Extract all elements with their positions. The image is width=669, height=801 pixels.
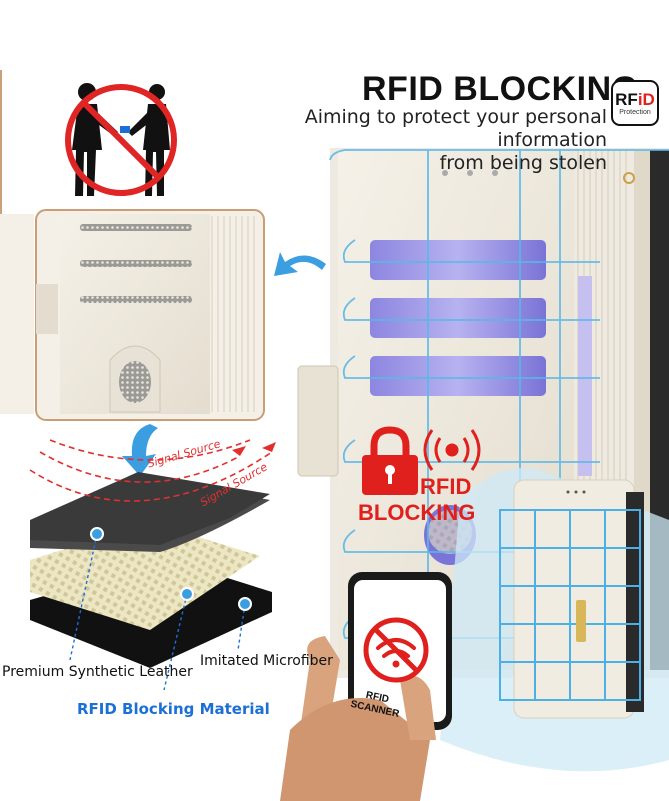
rfid-overlay-text: RFID <box>420 474 472 499</box>
subtitle-line-1: Aiming to protect your personal informat… <box>304 106 607 151</box>
badge-text-main: RF <box>615 90 638 109</box>
badge-text-top: RFiD <box>613 90 657 109</box>
prohibited-icon <box>65 84 177 196</box>
no-wifi-icon <box>363 617 429 683</box>
subtitle-line-2: from being stolen <box>439 152 607 174</box>
lock-icon <box>362 426 418 495</box>
badge-text-accent: iD <box>637 90 655 109</box>
material-layers <box>29 439 276 691</box>
blocking-overlay-text: BLOCKING <box>358 500 476 525</box>
wallet-inner-view <box>0 209 265 421</box>
leather-layer-label: Premium Synthetic Leather <box>2 664 193 680</box>
page-title: RFID BLOCKING <box>362 70 639 108</box>
microfiber-layer-label: Imitated Microfiber <box>200 653 333 669</box>
rfid-material-label: RFID Blocking Material <box>77 700 270 718</box>
page-subtitle: Aiming to protect your personal informat… <box>207 106 607 175</box>
badge-text-bottom: Protection <box>619 109 651 116</box>
arrow-left-icon <box>274 252 326 276</box>
arrow-down-icon <box>122 424 158 476</box>
signal-broadcast-icon <box>423 429 481 471</box>
wallet-closed-view <box>440 468 669 772</box>
rfid-protection-badge: RFiD Protection <box>611 80 659 126</box>
hand-holding-phone <box>280 572 452 801</box>
